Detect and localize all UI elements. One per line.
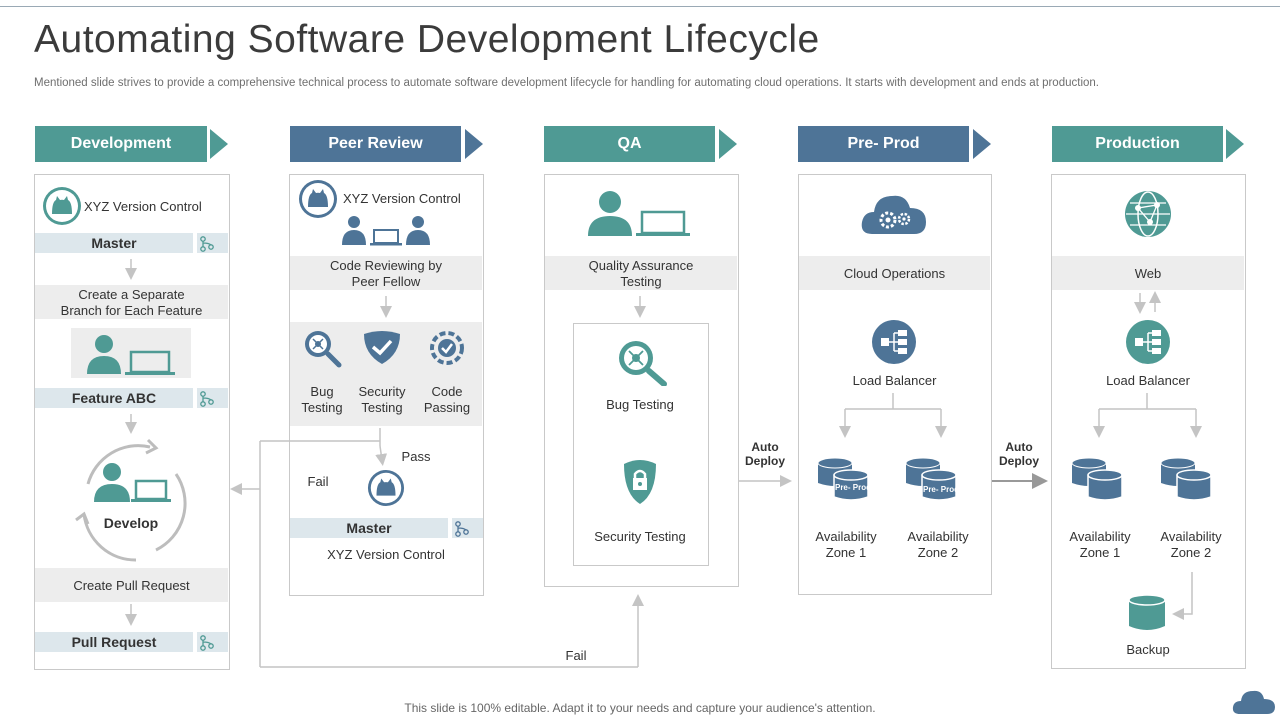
branch-icon <box>194 632 228 652</box>
globe-network-icon <box>1124 190 1172 238</box>
database-icon <box>816 457 872 503</box>
prod-zone1-line1: Availability <box>1069 529 1131 544</box>
peer-master-bar: Master <box>290 518 448 538</box>
qa-security-testing: Security Testing <box>594 529 686 544</box>
stage-header-pre-prod: Pre- Prod <box>798 126 969 162</box>
qa-bug-testing: Bug Testing <box>606 397 674 412</box>
prod-zone1-line2: Zone 1 <box>1079 545 1121 560</box>
preprod-zone1-line1: Availability <box>815 529 877 544</box>
stage-arrow-qa <box>719 129 737 159</box>
peer-review-line2: Peer Fellow <box>351 274 421 289</box>
dev-version-control-label: XYZ Version Control <box>84 199 202 214</box>
peer-pass-label: Pass <box>401 449 431 464</box>
network-hub-icon <box>1125 319 1171 365</box>
prod-backup: Backup <box>1126 642 1170 657</box>
cycle-arrows-icon <box>66 434 196 564</box>
qa-line2: Testing <box>620 274 662 289</box>
preprod-cloud-band <box>799 256 990 290</box>
stage-header-peer-review: Peer Review <box>290 126 461 162</box>
prod-web-band <box>1052 256 1244 290</box>
stage-arrow-development <box>210 129 228 159</box>
database-icon <box>1159 457 1215 503</box>
stage-arrow-peer-review <box>465 129 483 159</box>
database-icon <box>1070 457 1126 503</box>
dev-pull-request-band <box>35 568 228 602</box>
database-icon <box>904 457 960 503</box>
dev-feature-bar: Feature ABC <box>35 388 193 408</box>
preprod-db-label-1: Pre- Prod <box>834 483 871 492</box>
stage-header-development: Development <box>35 126 207 162</box>
dev-develop-label: Develop <box>103 515 159 531</box>
peer-code-line1: Code <box>431 384 463 399</box>
auto-deploy-1-line2: Deploy <box>744 454 785 468</box>
cloud-logo-icon <box>1232 688 1276 716</box>
peer-security-line2: Testing <box>361 400 403 415</box>
branch-icon <box>194 388 228 408</box>
preprod-zone2-line1: Availability <box>907 529 969 544</box>
dev-branch-band <box>35 285 228 319</box>
stage-header-qa: QA <box>544 126 715 162</box>
prod-load-balancer: Load Balancer <box>1106 373 1190 388</box>
peer-version-control-label: XYZ Version Control <box>343 191 461 206</box>
person-laptop-icon <box>71 328 191 378</box>
github-cat-icon <box>367 469 405 507</box>
peer-security-line1: Security <box>358 384 406 399</box>
shield-lock-icon <box>622 458 658 506</box>
prod-zone2-line1: Availability <box>1160 529 1222 544</box>
branch-icon <box>194 233 228 253</box>
dev-pull-request-bar: Pull Request <box>35 632 193 652</box>
peer-bug-line1: Bug <box>310 384 334 399</box>
check-gear-icon <box>428 329 466 367</box>
peer-code-line2: Passing <box>423 400 471 415</box>
person-laptop-icon <box>586 188 694 238</box>
auto-deploy-1-line1: Auto <box>751 440 779 454</box>
bug-magnifier-icon <box>302 328 342 368</box>
network-hub-icon <box>871 319 917 365</box>
github-cat-icon <box>42 186 82 226</box>
peer-bug-line2: Testing <box>301 400 343 415</box>
preprod-zone1-line2: Zone 1 <box>825 545 867 560</box>
qa-testing-band <box>545 256 737 290</box>
stage-header-production: Production <box>1052 126 1223 162</box>
preprod-zone2-line2: Zone 2 <box>917 545 959 560</box>
people-laptop-icon <box>338 213 434 247</box>
page-title: Automating Software Development Lifecycl… <box>34 18 820 61</box>
top-divider <box>0 6 1280 7</box>
auto-deploy-2-line2: Deploy <box>998 454 1039 468</box>
column-pre-prod <box>798 174 992 595</box>
dev-master-bar: Master <box>35 233 193 253</box>
page-subtitle: Mentioned slide strives to provide a com… <box>34 77 1099 89</box>
preprod-db-label-2: Pre- Prod <box>922 485 959 494</box>
peer-fail-label: Fail <box>307 474 329 489</box>
peer-review-band <box>290 256 482 290</box>
dev-branch-line2: Branch for Each Feature <box>60 303 203 318</box>
qa-fail-label: Fail <box>565 648 587 663</box>
stage-arrow-pre-prod <box>973 129 991 159</box>
cloud-gears-icon <box>860 188 928 238</box>
database-icon <box>1127 594 1167 634</box>
preprod-load-balancer: Load Balancer <box>852 373 937 388</box>
auto-deploy-2-line1: Auto <box>1005 440 1033 454</box>
prod-zone2-line2: Zone 2 <box>1170 545 1212 560</box>
peer-version-control-bottom: XYZ Version Control <box>327 547 445 562</box>
prod-web: Web <box>1134 266 1162 281</box>
shield-check-icon <box>362 330 402 366</box>
github-cat-icon <box>298 179 338 219</box>
qa-line1: Quality Assurance <box>588 258 694 273</box>
footer-note: This slide is 100% editable. Adapt it to… <box>404 701 876 715</box>
dev-create-pull-request: Create Pull Request <box>73 578 190 593</box>
dev-branch-line1: Create a Separate <box>78 287 185 302</box>
peer-review-line1: Code Reviewing by <box>329 258 442 273</box>
branch-icon <box>449 518 483 538</box>
preprod-cloud-operations: Cloud Operations <box>843 266 946 281</box>
bug-magnifier-icon <box>612 338 668 387</box>
stage-arrow-production <box>1226 129 1244 159</box>
